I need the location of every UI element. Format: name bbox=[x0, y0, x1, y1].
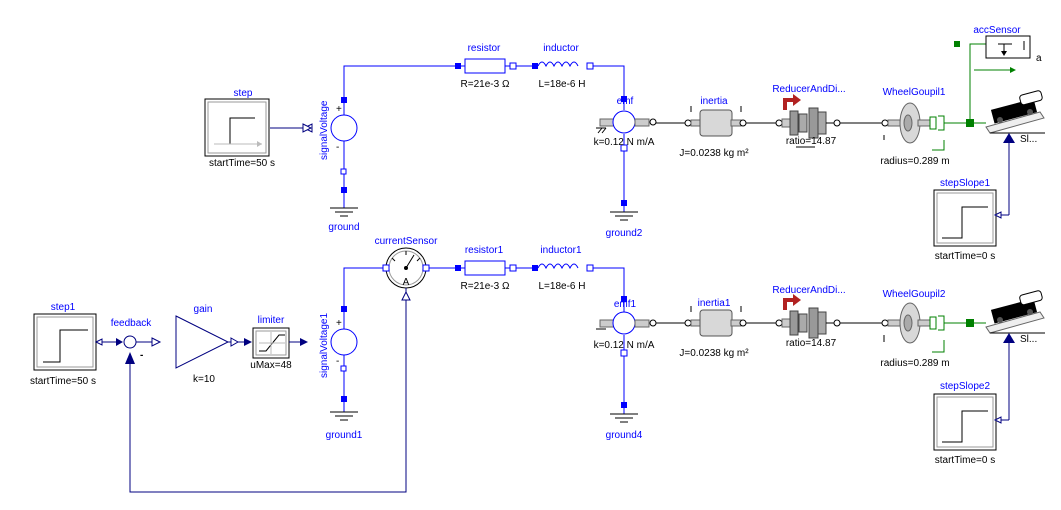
inertia1-label: inertia1 bbox=[698, 298, 731, 309]
svg-text:+: + bbox=[336, 318, 342, 329]
inertia-param: J=0.0238 kg m² bbox=[679, 148, 749, 159]
wheel-label: WheelGoupil1 bbox=[883, 87, 946, 98]
current-sensor[interactable] bbox=[382, 247, 430, 301]
limiter-block[interactable] bbox=[252, 327, 308, 359]
inductor1-label: inductor1 bbox=[540, 245, 582, 256]
acc-sensor[interactable] bbox=[954, 35, 1031, 127]
current-sensor-label: currentSensor bbox=[375, 236, 438, 247]
inductor1-param: L=18e-6 H bbox=[539, 281, 586, 292]
ground1-symbol[interactable] bbox=[330, 402, 358, 421]
resistor1[interactable] bbox=[455, 260, 517, 276]
emf1-param: k=0.12 N m/A bbox=[594, 340, 655, 351]
feedback-junction[interactable] bbox=[123, 335, 162, 349]
step1-block[interactable] bbox=[33, 313, 103, 371]
step-slope1-block[interactable] bbox=[933, 189, 1002, 247]
inductor-label: inductor bbox=[543, 43, 579, 54]
step-slope2-block[interactable] bbox=[933, 393, 1002, 451]
ground4-symbol[interactable] bbox=[610, 402, 638, 423]
step-label: step bbox=[234, 88, 253, 99]
wheel2-label: WheelGoupil2 bbox=[883, 289, 946, 300]
emf-label: emf bbox=[617, 96, 634, 107]
svg-text:-: - bbox=[336, 356, 339, 367]
signal-voltage-label: signalVoltage bbox=[319, 100, 330, 160]
emf1-label: emf1 bbox=[614, 299, 637, 310]
acc-sensor-label: accSensor bbox=[973, 25, 1021, 36]
step-slope1-label: stepSlope1 bbox=[940, 178, 990, 189]
reducer-label: ReducerAndDi... bbox=[772, 84, 845, 95]
reducer2-label: ReducerAndDi... bbox=[772, 285, 845, 296]
inertia1-param: J=0.0238 kg m² bbox=[679, 348, 749, 359]
inductor-param: L=18e-6 H bbox=[539, 79, 586, 90]
step1-label: step1 bbox=[51, 302, 76, 313]
step-block[interactable] bbox=[204, 98, 270, 157]
inertia-label: inertia bbox=[700, 96, 728, 107]
acc-sensor-unit: a bbox=[1036, 53, 1042, 64]
resistor1-label: resistor1 bbox=[465, 245, 504, 256]
resistor-label: resistor bbox=[468, 43, 501, 54]
inertia[interactable] bbox=[690, 106, 747, 137]
inertia1[interactable] bbox=[690, 306, 747, 337]
feedback-label: feedback bbox=[111, 318, 153, 329]
slope-vehicle[interactable] bbox=[985, 90, 1045, 134]
inductor1[interactable] bbox=[532, 263, 594, 272]
signal-voltage1-label: signalVoltage1 bbox=[319, 313, 330, 378]
reducer-param: ratio=14.87 bbox=[786, 136, 837, 147]
svg-text:-: - bbox=[336, 142, 339, 153]
step-slope2-label: stepSlope2 bbox=[940, 381, 990, 392]
reducer2-gear[interactable] bbox=[781, 294, 841, 339]
ground-symbol[interactable] bbox=[330, 193, 358, 217]
slope2-vehicle[interactable] bbox=[985, 290, 1045, 334]
slope-label: Sl... bbox=[1020, 134, 1037, 145]
ground4-label: ground4 bbox=[606, 430, 643, 441]
reducer-gear[interactable] bbox=[781, 94, 841, 148]
step-param: startTime=50 s bbox=[209, 158, 275, 169]
limiter-param: uMax=48 bbox=[250, 360, 292, 371]
emf[interactable] bbox=[596, 96, 657, 152]
step-slope1-param: startTime=0 s bbox=[935, 251, 995, 262]
gain-block[interactable] bbox=[175, 315, 252, 369]
svg-text:+: + bbox=[336, 104, 342, 115]
feedback-minus: - bbox=[140, 350, 143, 361]
ground-label: ground bbox=[328, 222, 359, 233]
ground2-symbol[interactable] bbox=[610, 200, 638, 221]
resistor[interactable] bbox=[455, 58, 517, 74]
ground1-label: ground1 bbox=[326, 430, 363, 441]
current-sensor-unit: A bbox=[403, 277, 410, 288]
resistor-param: R=21e-3 Ω bbox=[461, 79, 510, 90]
wheel[interactable] bbox=[883, 102, 945, 151]
limiter-label: limiter bbox=[258, 315, 285, 326]
slope2-label: Sl... bbox=[1020, 334, 1037, 345]
wheel2-param: radius=0.289 m bbox=[880, 358, 949, 369]
wheel-param: radius=0.289 m bbox=[880, 156, 949, 167]
emf1[interactable] bbox=[596, 296, 657, 357]
step1-param: startTime=50 s bbox=[30, 376, 96, 387]
wheel2[interactable] bbox=[883, 302, 945, 353]
signal-voltage-source[interactable]: + - bbox=[330, 97, 358, 193]
resistor1-param: R=21e-3 Ω bbox=[461, 281, 510, 292]
step-slope2-param: startTime=0 s bbox=[935, 455, 995, 466]
gain-param: k=10 bbox=[193, 374, 215, 385]
reducer2-param: ratio=14.87 bbox=[786, 338, 837, 349]
gain-label: gain bbox=[194, 304, 213, 315]
inductor[interactable] bbox=[532, 61, 594, 70]
signal-voltage1-source[interactable]: + - bbox=[330, 306, 358, 402]
ground2-label: ground2 bbox=[606, 228, 643, 239]
emf-param: k=0.12 N m/A bbox=[594, 137, 655, 148]
